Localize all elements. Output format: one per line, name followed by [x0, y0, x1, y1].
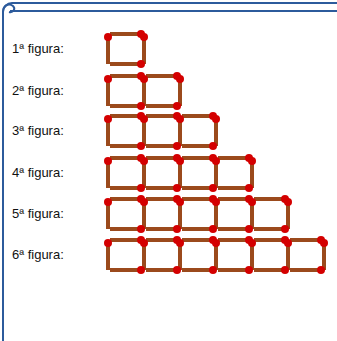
match-head [284, 198, 292, 206]
match-head [212, 239, 220, 247]
match-head [245, 225, 253, 233]
match-head [137, 184, 145, 192]
match-head [248, 157, 256, 165]
match-head [209, 225, 217, 233]
match-head [140, 115, 148, 123]
match-head [173, 142, 181, 150]
match-head [140, 157, 148, 165]
match-head [176, 239, 184, 247]
match-head [176, 115, 184, 123]
match-head [137, 142, 145, 150]
match-head [137, 102, 145, 110]
figure-label: 1ª figura: [12, 41, 64, 57]
match-head [212, 198, 220, 206]
scroll-curl [3, 5, 14, 13]
match-head [176, 75, 184, 83]
match-head [248, 239, 256, 247]
matchstick-figure [104, 112, 220, 150]
match-head [176, 157, 184, 165]
match-head [104, 239, 112, 247]
match-head [140, 75, 148, 83]
match-head [212, 157, 220, 165]
figure-label: 3ª figura: [12, 123, 64, 139]
match-head [245, 184, 253, 192]
panel-rule [10, 10, 337, 12]
figure-label: 6ª figura: [12, 247, 64, 263]
match-head [140, 239, 148, 247]
match-head [176, 198, 184, 206]
match-head [245, 266, 253, 274]
figure-label: 2ª figura: [12, 83, 64, 99]
matchstick-figure [104, 30, 148, 68]
match-head [281, 266, 289, 274]
matchstick-figures [104, 30, 328, 274]
match-head [209, 142, 217, 150]
panel-border [3, 3, 337, 341]
match-head [173, 266, 181, 274]
match-head [209, 184, 217, 192]
match-head [104, 157, 112, 165]
match-head [140, 33, 148, 41]
matchstick-figure [104, 154, 256, 192]
match-head [173, 225, 181, 233]
match-head [173, 102, 181, 110]
figure-label: 5ª figura: [12, 206, 64, 222]
match-head [104, 115, 112, 123]
match-head [173, 184, 181, 192]
matchstick-figure [104, 236, 328, 274]
match-head [137, 60, 145, 68]
match-head [212, 115, 220, 123]
matchstick-figure [104, 72, 184, 110]
match-head [104, 198, 112, 206]
match-head [140, 198, 148, 206]
match-head [248, 198, 256, 206]
match-head [137, 266, 145, 274]
match-head [320, 239, 328, 247]
match-head [104, 75, 112, 83]
match-head [284, 239, 292, 247]
match-head [317, 266, 325, 274]
match-head [104, 33, 112, 41]
figure-label: 4ª figura: [12, 165, 64, 181]
match-head [281, 225, 289, 233]
match-head [209, 266, 217, 274]
matchstick-figure [104, 195, 292, 233]
match-head [137, 225, 145, 233]
